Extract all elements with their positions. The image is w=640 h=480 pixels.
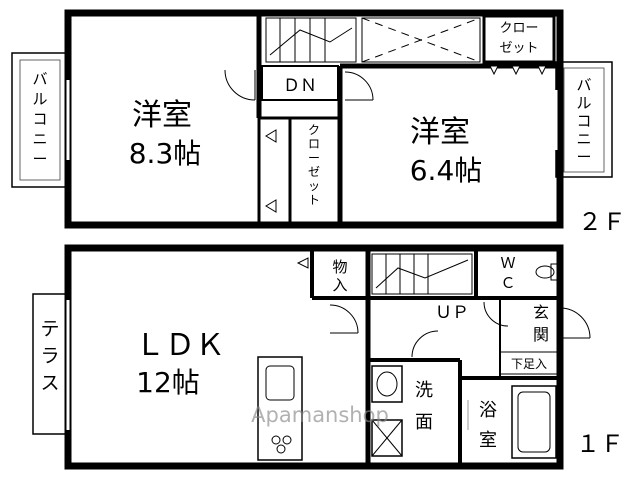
wc-char: Ｗ: [500, 254, 515, 272]
washroom-char: 面: [415, 412, 433, 433]
balcony-east-label: バ ル コ ニ ー: [576, 76, 591, 166]
floor1-label: １Ｆ: [576, 430, 624, 458]
balcony-east-char: ニ: [576, 130, 591, 148]
closet-top-label: クロー ゼット: [499, 21, 538, 56]
room-east-size: 6.4帖: [410, 154, 483, 187]
balcony-east-char: バ: [576, 76, 591, 94]
room-west-name: 洋室: [132, 98, 192, 133]
closet-mid-char: ゼ: [308, 165, 320, 179]
stairs-up-label: ＵＰ: [435, 303, 469, 323]
entrance-char: 関: [533, 325, 549, 344]
closet-mid-char: ク: [308, 123, 320, 137]
balcony-west-char: バ: [32, 70, 47, 88]
closet-mid-label: ク ロ ー ゼ ッ ト: [308, 123, 320, 207]
balcony-east-char: ル: [576, 94, 591, 112]
terrace-char: ラ: [40, 345, 59, 367]
bathroom-label: 浴 室: [479, 400, 497, 451]
terrace-char: テ: [40, 318, 59, 340]
closet-mid-char: ー: [308, 151, 320, 165]
balcony-west-char: コ: [32, 110, 47, 128]
terrace-label: テ ラ ス: [40, 318, 59, 394]
balcony-east-char: コ: [576, 112, 591, 130]
room-west-size: 8.3帖: [129, 137, 202, 170]
closet-top-line1: クロー: [499, 21, 538, 36]
shoe-box-label: 下足入: [511, 357, 547, 371]
watermark: Apamanshop: [251, 403, 389, 427]
balcony-west-char: ル: [32, 90, 47, 108]
closet-mid-char: ッ: [308, 179, 320, 193]
kitchen-counter: [257, 356, 303, 461]
closet-top-line2: ゼット: [499, 41, 538, 56]
entrance-char: 玄: [533, 303, 549, 322]
bathroom-char: 室: [479, 430, 497, 451]
storage-label: 物 入: [332, 258, 347, 294]
closet-mid-char: ト: [308, 193, 320, 207]
storage-char: 入: [332, 276, 347, 294]
floor-1: [32, 244, 591, 470]
balcony-west-char: ニ: [32, 130, 47, 148]
terrace-char: ス: [40, 372, 59, 394]
wc-char: Ｃ: [500, 274, 515, 292]
ldk-name: ＬＤＫ: [135, 328, 225, 363]
stairs-dn-label: ＤＮ: [283, 76, 317, 96]
ldk-size: 12帖: [136, 366, 200, 399]
floor2-label: ２Ｆ: [578, 208, 626, 236]
bathtub: [511, 385, 557, 459]
wc-label: Ｗ Ｃ: [500, 254, 515, 292]
closet-mid-char: ロ: [308, 137, 320, 151]
balcony-east-char: ー: [576, 148, 591, 166]
balcony-west-label: バ ル コ ニ ー: [32, 70, 47, 168]
washroom-char: 洗: [415, 380, 433, 401]
room-east-name: 洋室: [410, 115, 470, 150]
balcony-west: [11, 52, 69, 188]
balcony-east: [555, 61, 613, 178]
floor-2: [11, 9, 613, 229]
balcony-west-char: ー: [32, 150, 47, 168]
entrance-label: 玄 関: [533, 303, 549, 344]
bathroom-char: 浴: [479, 400, 497, 421]
washroom-label: 洗 面: [415, 380, 433, 433]
storage-char: 物: [332, 258, 347, 276]
